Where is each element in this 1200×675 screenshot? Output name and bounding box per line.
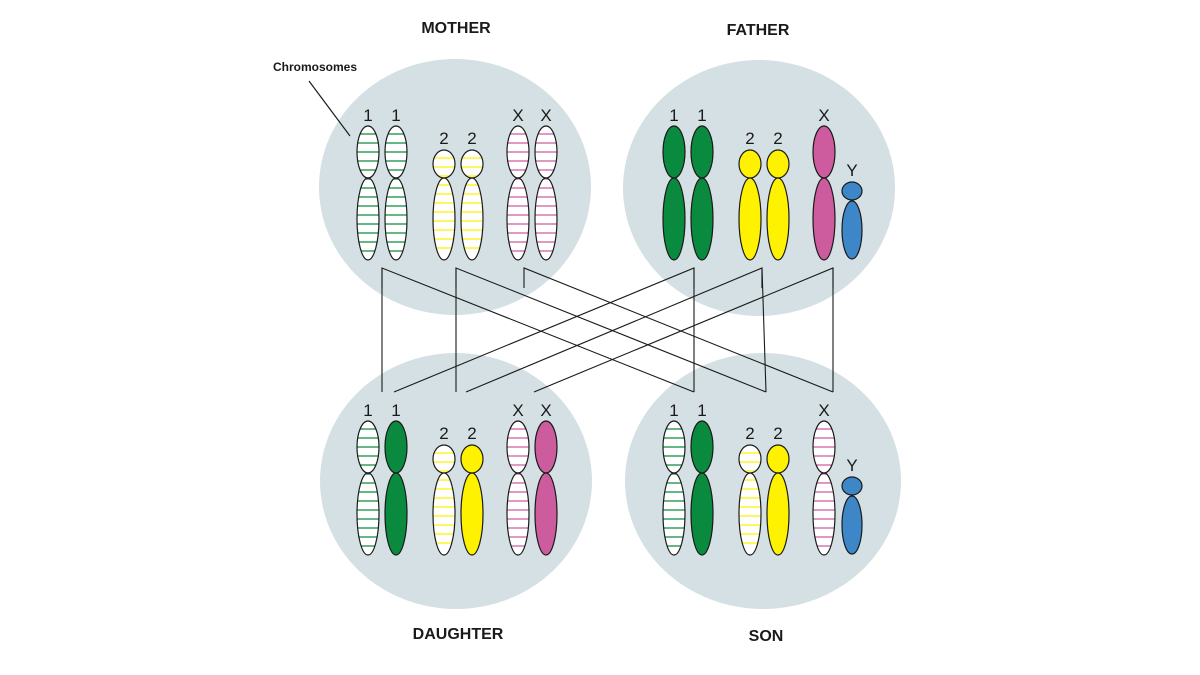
daughter-chromosome-2-4: 2	[460, 424, 484, 556]
chromosome-label: 2	[773, 424, 782, 443]
chromosome-label: 1	[363, 106, 372, 125]
chromosome-label: 1	[391, 401, 400, 420]
chromosome-label: X	[818, 106, 829, 125]
chromosome-label: X	[818, 401, 829, 420]
daughter-caption: DAUGHTER	[412, 626, 504, 643]
mother-chromosome-1-2: 1	[384, 106, 408, 261]
daughter-chromosome-X-5: X	[506, 401, 530, 556]
mother-chromosome-X-6: X	[534, 106, 558, 261]
inheritance-line-mother-son-2	[455, 267, 767, 393]
inheritance-line-mother-son-X	[523, 267, 834, 393]
chromosome-label: X	[540, 106, 551, 125]
son-chromosome-2-4: 2	[766, 424, 790, 556]
chromosome-label: 2	[439, 129, 448, 148]
son-chromosome-1-2: 1	[690, 401, 714, 556]
chromosome-label: 1	[363, 401, 372, 420]
chromosome-label: 2	[439, 424, 448, 443]
mother-chromosome-2-3: 2	[432, 129, 456, 261]
chromosome-label: 2	[745, 129, 754, 148]
mother-caption: MOTHER	[421, 20, 491, 37]
chromosome-label: 1	[697, 106, 706, 125]
chromosome-label: 2	[773, 129, 782, 148]
father-chromosome-X-5: X	[812, 106, 836, 261]
father-chromosome-2-4: 2	[766, 129, 790, 261]
son-chromosome-1-1: 1	[662, 401, 686, 556]
chromosome-label: 2	[467, 424, 476, 443]
father-chromosome-1-2: 1	[690, 106, 714, 261]
chromosome-label: 1	[697, 401, 706, 420]
son-cell	[625, 353, 901, 609]
father-chromosome-1-1: 1	[662, 106, 686, 261]
chromosome-label: X	[512, 401, 523, 420]
inheritance-line-mother-son-1	[381, 267, 695, 393]
daughter-chromosome-X-6: X	[534, 401, 558, 556]
mother-chromosome-2-4: 2	[460, 129, 484, 261]
daughter-chromosome-1-2: 1	[384, 401, 408, 556]
chromosomes-pointer-line	[308, 80, 351, 137]
chromosome-label: 2	[467, 129, 476, 148]
son-chromosome-Y-6: Y	[841, 456, 863, 555]
chromosome-label: Y	[846, 456, 857, 475]
chromosome-label: 1	[669, 106, 678, 125]
chromosomes-annotation: Chromosomes	[273, 60, 358, 74]
mother-chromosome-1-1: 1	[356, 106, 380, 261]
chromosome-label: Y	[846, 161, 857, 180]
daughter-chromosome-2-3: 2	[432, 424, 456, 556]
mother-chromosome-X-5: X	[506, 106, 530, 261]
chromosome-label: 2	[745, 424, 754, 443]
inheritance-line-father-son-2	[761, 267, 767, 393]
chromosome-label: 1	[669, 401, 678, 420]
chromosome-label: X	[512, 106, 523, 125]
chromosome-label: X	[540, 401, 551, 420]
son-chromosome-X-5: X	[812, 401, 836, 556]
father-chromosome-2-3: 2	[738, 129, 762, 261]
father-chromosome-Y-6: Y	[841, 161, 863, 260]
chromosome-label: 1	[391, 106, 400, 125]
son-chromosome-2-3: 2	[738, 424, 762, 556]
father-caption: FATHER	[726, 22, 790, 39]
daughter-chromosome-1-1: 1	[356, 401, 380, 556]
son-caption: SON	[748, 628, 784, 645]
